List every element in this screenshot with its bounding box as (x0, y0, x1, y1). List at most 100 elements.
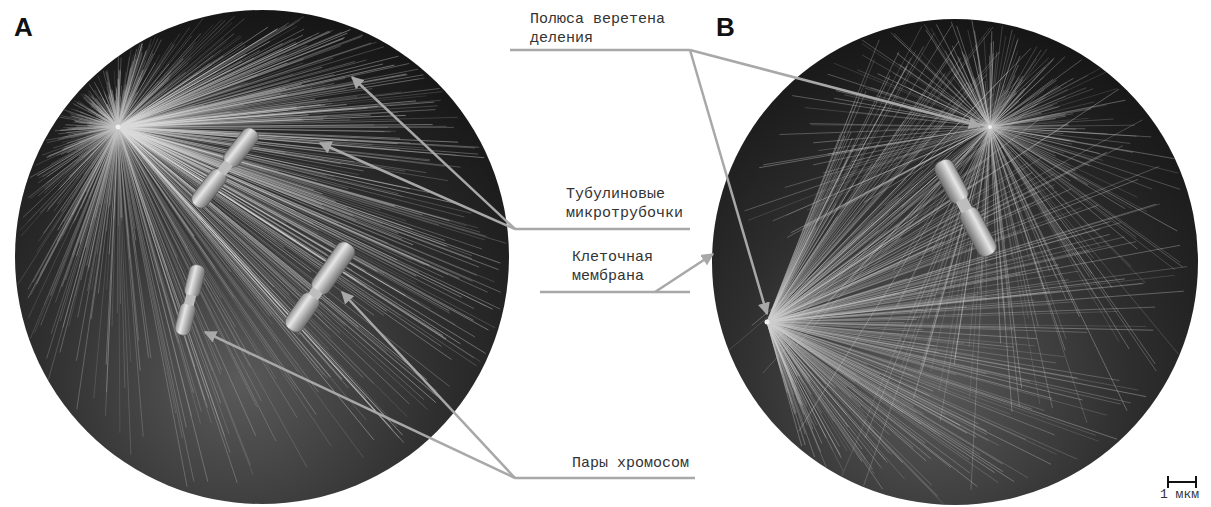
scale-bar (1168, 476, 1196, 488)
callout-label: Тубулиновые микротрубочки (566, 185, 692, 223)
microtubule (767, 158, 1041, 322)
microtubule (990, 50, 1041, 127)
microtubule (118, 127, 459, 278)
microtubule (767, 322, 980, 455)
microtubule (28, 127, 118, 290)
microtubule (767, 322, 898, 349)
microtubule (767, 267, 1187, 322)
microtubule (767, 322, 888, 380)
microtubule (118, 61, 133, 127)
microtubule (118, 127, 406, 221)
microtubule (990, 127, 1050, 271)
cell-membrane (712, 19, 1198, 505)
microtubule (767, 271, 1079, 322)
microtubule (75, 127, 118, 129)
microtubule (118, 45, 246, 127)
microtubule (87, 127, 118, 266)
microtubule (118, 127, 437, 396)
microtubule (767, 224, 811, 322)
microtubule (118, 127, 450, 314)
microtubule (931, 28, 990, 127)
microtubule (767, 146, 1123, 322)
microtubule (118, 127, 452, 360)
microtubule (767, 322, 801, 405)
microtubule (767, 322, 932, 485)
microtubule (118, 64, 409, 128)
microtubule (767, 66, 907, 322)
microtubule (990, 127, 1146, 283)
microtubule (767, 48, 1031, 322)
microtubule (118, 88, 286, 127)
microtubule (767, 52, 1000, 322)
microtubule (990, 72, 1106, 127)
microtubule (18, 127, 118, 284)
microtubule (118, 127, 374, 336)
microtubule (990, 127, 1178, 354)
microtubule (118, 64, 383, 127)
microtubule (118, 127, 455, 325)
microtubule (767, 27, 993, 322)
microtubule (107, 104, 118, 127)
microtubule (118, 20, 300, 127)
microtubule (767, 170, 935, 322)
microtubule (767, 322, 914, 406)
microtubule (767, 322, 1146, 397)
microtubule (767, 322, 913, 447)
microtubule (767, 152, 1107, 322)
microtubule (60, 117, 118, 127)
microtubule (118, 127, 479, 267)
microtubule (118, 127, 312, 287)
microtubule (92, 97, 118, 127)
microtubule (767, 322, 969, 460)
microtubule (118, 35, 303, 127)
microtubule (118, 86, 122, 127)
microtubule (118, 127, 480, 362)
microtubule (118, 127, 448, 246)
microtubule (118, 46, 341, 127)
microtubule (767, 322, 930, 396)
chromosome-pair (932, 156, 999, 259)
microtubule (98, 127, 118, 294)
microtubule (118, 127, 327, 198)
microtubule (767, 322, 864, 413)
microtubule (60, 127, 118, 353)
microtubule (118, 127, 331, 377)
microtubule (767, 283, 1144, 322)
microtubule (767, 60, 874, 322)
microtubule (29, 127, 118, 317)
microtubule (118, 127, 342, 379)
microtubule (767, 322, 987, 435)
microtubule (767, 322, 1051, 464)
callout-label: Полюса веретена деления (530, 10, 683, 48)
microtubule (990, 127, 1177, 231)
microtubule (118, 127, 374, 384)
microtubule (59, 127, 119, 190)
microtubule (767, 279, 1125, 322)
microtubule (767, 322, 1052, 398)
microtubule (767, 322, 938, 497)
microtubule (767, 265, 1059, 322)
microtubule (767, 322, 882, 469)
microtubule (767, 322, 970, 473)
microtubule (118, 127, 427, 380)
microtubules (729, 20, 1187, 504)
callout-label: Пары хромосом (572, 454, 689, 473)
microtubule (767, 322, 1121, 404)
microtubule (767, 58, 911, 322)
microtubule (767, 120, 1143, 322)
microtubule (118, 127, 221, 374)
microtubule (767, 144, 974, 322)
chromosome-pair (282, 239, 358, 336)
chromosome-pair (174, 263, 207, 337)
callout-label: Клеточная мембрана (572, 248, 662, 286)
microtubule (118, 127, 500, 309)
microtubule (53, 127, 118, 230)
microtubule (118, 37, 345, 127)
microtubule (990, 127, 1076, 171)
microtubule (118, 56, 399, 127)
spindle-pole (116, 125, 121, 130)
microtubule (767, 322, 1139, 390)
microtubule (30, 127, 118, 339)
microtubule (767, 322, 1087, 332)
microtubule (114, 127, 118, 220)
